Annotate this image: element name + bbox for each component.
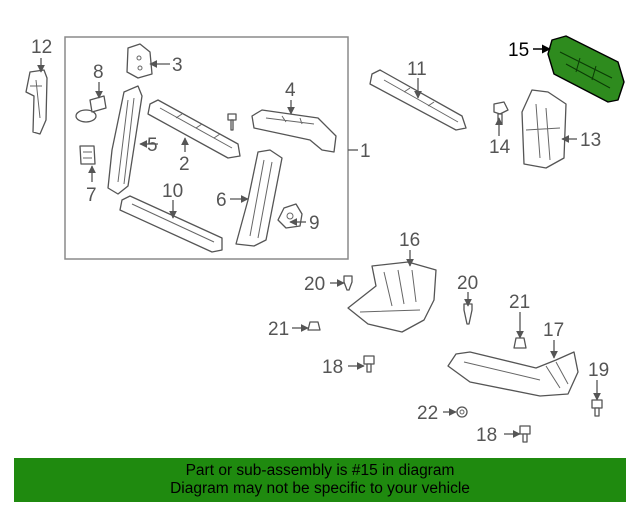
part-17-under-cover[interactable] — [447, 351, 579, 397]
callout-13: 13 — [580, 130, 601, 151]
part-14-clip[interactable] — [493, 101, 509, 125]
callout-7: 7 — [86, 185, 97, 206]
parts-diagram: 12 8 7 3 5 2 4 1 6 10 9 11 15 13 14 16 2… — [25, 35, 625, 446]
part-5-support[interactable] — [107, 85, 143, 195]
callout-18-b: 18 — [476, 425, 497, 446]
part-20-clip-a[interactable] — [343, 275, 353, 291]
callout-9: 9 — [309, 213, 320, 234]
callout-6: 6 — [216, 190, 227, 211]
callout-5: 5 — [147, 135, 158, 156]
part-13-side-panel[interactable] — [521, 89, 567, 169]
part-7-clip[interactable] — [79, 145, 96, 165]
part-16-under-cover[interactable] — [347, 261, 437, 333]
part-2-tie-bar[interactable] — [147, 99, 241, 159]
bolt[interactable] — [227, 113, 237, 131]
leader-lines — [37, 44, 601, 438]
callout-14: 14 — [489, 137, 511, 158]
callout-21-a: 21 — [268, 319, 289, 340]
part-11-cross-member[interactable] — [369, 69, 467, 131]
assembly-frame — [64, 36, 349, 260]
part-20-clip-b[interactable] — [463, 303, 473, 325]
callout-19: 19 — [588, 360, 609, 381]
callout-3: 3 — [172, 55, 183, 76]
part-4-bracket[interactable] — [251, 109, 337, 153]
callout-12: 12 — [31, 37, 52, 58]
part-18-bolt-a[interactable] — [363, 355, 375, 373]
part-21-clip-b[interactable] — [513, 337, 527, 349]
part-21-clip-a[interactable] — [307, 321, 321, 331]
callout-20-a: 20 — [304, 274, 325, 295]
callout-17: 17 — [543, 320, 564, 341]
callout-16: 16 — [399, 230, 420, 251]
part-9-clip[interactable] — [277, 203, 303, 229]
callout-20-b: 20 — [457, 273, 478, 294]
part-15-seal-highlighted[interactable] — [547, 35, 625, 103]
part-8-grommet[interactable] — [75, 95, 107, 123]
callout-8: 8 — [93, 62, 104, 83]
callout-15: 15 — [508, 40, 529, 61]
part-19-bolt[interactable] — [591, 399, 603, 417]
callout-21-b: 21 — [509, 292, 530, 313]
part-6-support[interactable] — [235, 149, 283, 247]
part-22-nut[interactable] — [456, 406, 468, 418]
callout-22: 22 — [417, 403, 438, 424]
part-3-bracket[interactable] — [126, 43, 153, 79]
banner-line-part: Part or sub-assembly is #15 in diagram — [185, 462, 455, 479]
part-12-bracket[interactable] — [25, 69, 48, 135]
callout-10: 10 — [162, 181, 183, 202]
callout-11: 11 — [407, 59, 427, 80]
callout-1: 1 — [360, 141, 371, 162]
callout-18-a: 18 — [322, 357, 343, 378]
part-10-lower-tie[interactable] — [119, 195, 223, 253]
info-banner: Part or sub-assembly is #15 in diagram D… — [14, 458, 626, 502]
callout-2: 2 — [179, 154, 190, 175]
part-18-bolt-b[interactable] — [519, 425, 531, 443]
banner-line-disclaimer: Diagram may not be specific to your vehi… — [170, 480, 470, 497]
callout-4: 4 — [285, 80, 296, 101]
